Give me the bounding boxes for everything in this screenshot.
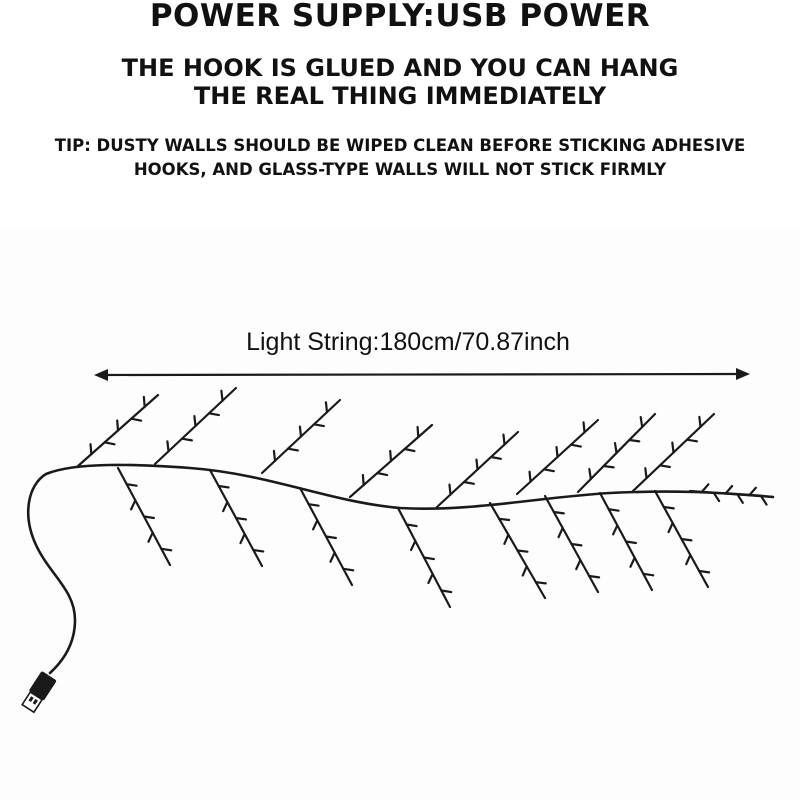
header-panel (0, 0, 800, 230)
double-arrow-icon (94, 368, 750, 381)
vine-twigs (76, 386, 775, 609)
vine-branch-icon (26, 386, 775, 675)
power-supply-title: POWER SUPPLY:USB POWER (149, 0, 651, 34)
hook-note: THE HOOK IS GLUED AND YOU CAN HANG THE R… (0, 54, 800, 110)
tip-note: TIP: DUSTY WALLS SHOULD BE WIPED CLEAN B… (0, 134, 800, 182)
illustration-panel (0, 230, 800, 800)
hook-note-line-1: THE HOOK IS GLUED AND YOU CAN HANG (121, 54, 679, 82)
hook-note-line-2: THE REAL THING IMMEDIATELY (193, 82, 607, 110)
tip-note-line-1: TIP: DUSTY WALLS SHOULD BE WIPED CLEAN B… (54, 136, 746, 155)
tip-note-line-2: HOOKS, AND GLASS-TYPE WALLS WILL NOT STI… (133, 160, 667, 179)
length-label: Light String:180cm/70.87inch (246, 328, 570, 356)
usb-plug-icon (21, 671, 57, 714)
